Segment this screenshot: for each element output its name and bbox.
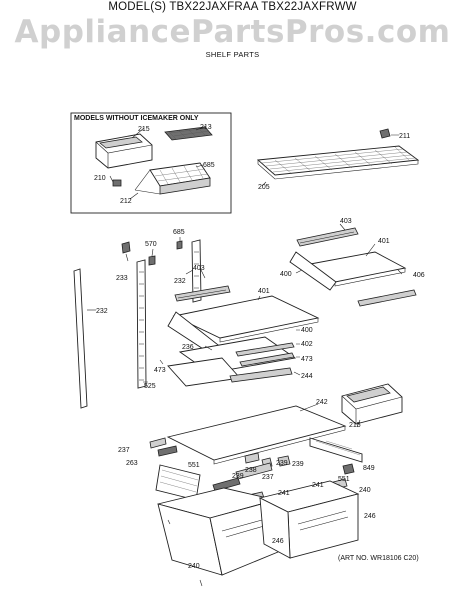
- watermark: AppliancePartsPros.com: [14, 14, 451, 50]
- inset-label: MODELS WITHOUT ICEMAKER ONLY: [74, 115, 199, 122]
- callout-570: 570: [145, 241, 157, 248]
- callout-233: 233: [116, 275, 128, 282]
- callout-246b: 246: [364, 513, 376, 520]
- callout-263: 263: [126, 460, 138, 467]
- callout-236: 236: [182, 344, 194, 351]
- wire-shelf[interactable]: [256, 145, 420, 180]
- callout-246a: 246: [272, 538, 284, 545]
- callout-238: 238: [245, 467, 257, 474]
- frame-551-right[interactable]: [309, 437, 363, 463]
- inset-clip[interactable]: [112, 179, 122, 187]
- door-bin-215[interactable]: [341, 383, 403, 428]
- callout-551b: 551: [338, 476, 350, 483]
- screw-570[interactable]: [148, 255, 156, 266]
- callout-403b: 403: [340, 218, 352, 225]
- callout-241a: 241: [278, 490, 290, 497]
- clip-233[interactable]: [121, 241, 131, 254]
- callout-551a: 551: [188, 462, 200, 469]
- callout-205: 205: [258, 184, 270, 191]
- callout-473b: 473: [154, 367, 166, 374]
- callout-210: 210: [94, 175, 106, 182]
- callout-406: 406: [413, 272, 425, 279]
- slide-263[interactable]: [157, 445, 178, 457]
- right-shelf-assembly[interactable]: [289, 223, 417, 307]
- callout-402: 402: [301, 341, 313, 348]
- callout-244: 244: [301, 373, 313, 380]
- crisper-drawer-right[interactable]: [258, 480, 360, 559]
- callout-685b: 685: [173, 229, 185, 236]
- callout-212: 212: [120, 198, 132, 205]
- callout-400a: 400: [301, 327, 313, 334]
- shelf-stop-211[interactable]: [379, 128, 391, 139]
- ladder-rail-525[interactable]: [136, 259, 147, 389]
- center-shelf-assembly[interactable]: [167, 267, 320, 387]
- ladder-rail-232-center[interactable]: [191, 239, 202, 303]
- callout-232b: 232: [96, 308, 108, 315]
- clip-685[interactable]: [176, 240, 183, 250]
- callout-242: 242: [316, 399, 328, 406]
- callout-239a: 239: [232, 473, 244, 480]
- callout-213: 213: [200, 124, 212, 131]
- callout-473a: 473: [301, 356, 313, 363]
- callout-685a: 685: [203, 162, 215, 169]
- callout-237b: 237: [262, 474, 274, 481]
- callout-401a: 401: [258, 288, 270, 295]
- callout-232a: 232: [174, 278, 186, 285]
- callout-237a: 237: [118, 447, 130, 454]
- callout-241b: 241: [312, 482, 324, 489]
- callout-239c: 239: [292, 461, 304, 468]
- callout-215a: 215: [138, 126, 150, 133]
- callout-525: 525: [144, 383, 156, 390]
- callout-400b: 400: [280, 271, 292, 278]
- page-title: MODEL(S) TBX22JAXFRAA TBX22JAXFRWW: [108, 1, 357, 13]
- clip-849[interactable]: [342, 463, 355, 475]
- callout-239b: 239: [276, 460, 288, 467]
- crisper-drawer-left[interactable]: [157, 487, 279, 576]
- inset-box: MODELS WITHOUT ICEMAKER ONLY: [70, 112, 232, 214]
- callout-401b: 401: [378, 238, 390, 245]
- crisper-cover-242[interactable]: [166, 403, 347, 465]
- callout-849: 849: [363, 465, 375, 472]
- callout-240b: 240: [188, 563, 200, 570]
- callout-403a: 403: [193, 265, 205, 272]
- side-rail-232-left[interactable]: [73, 268, 88, 409]
- callout-240a: 240: [359, 487, 371, 494]
- art-number: (ART NO. WR18106 C20): [338, 555, 419, 562]
- support-237[interactable]: [149, 437, 167, 449]
- section-subtitle: SHELF PARTS: [205, 50, 260, 59]
- callout-211: 211: [399, 133, 410, 140]
- callout-215b: 215: [349, 422, 361, 429]
